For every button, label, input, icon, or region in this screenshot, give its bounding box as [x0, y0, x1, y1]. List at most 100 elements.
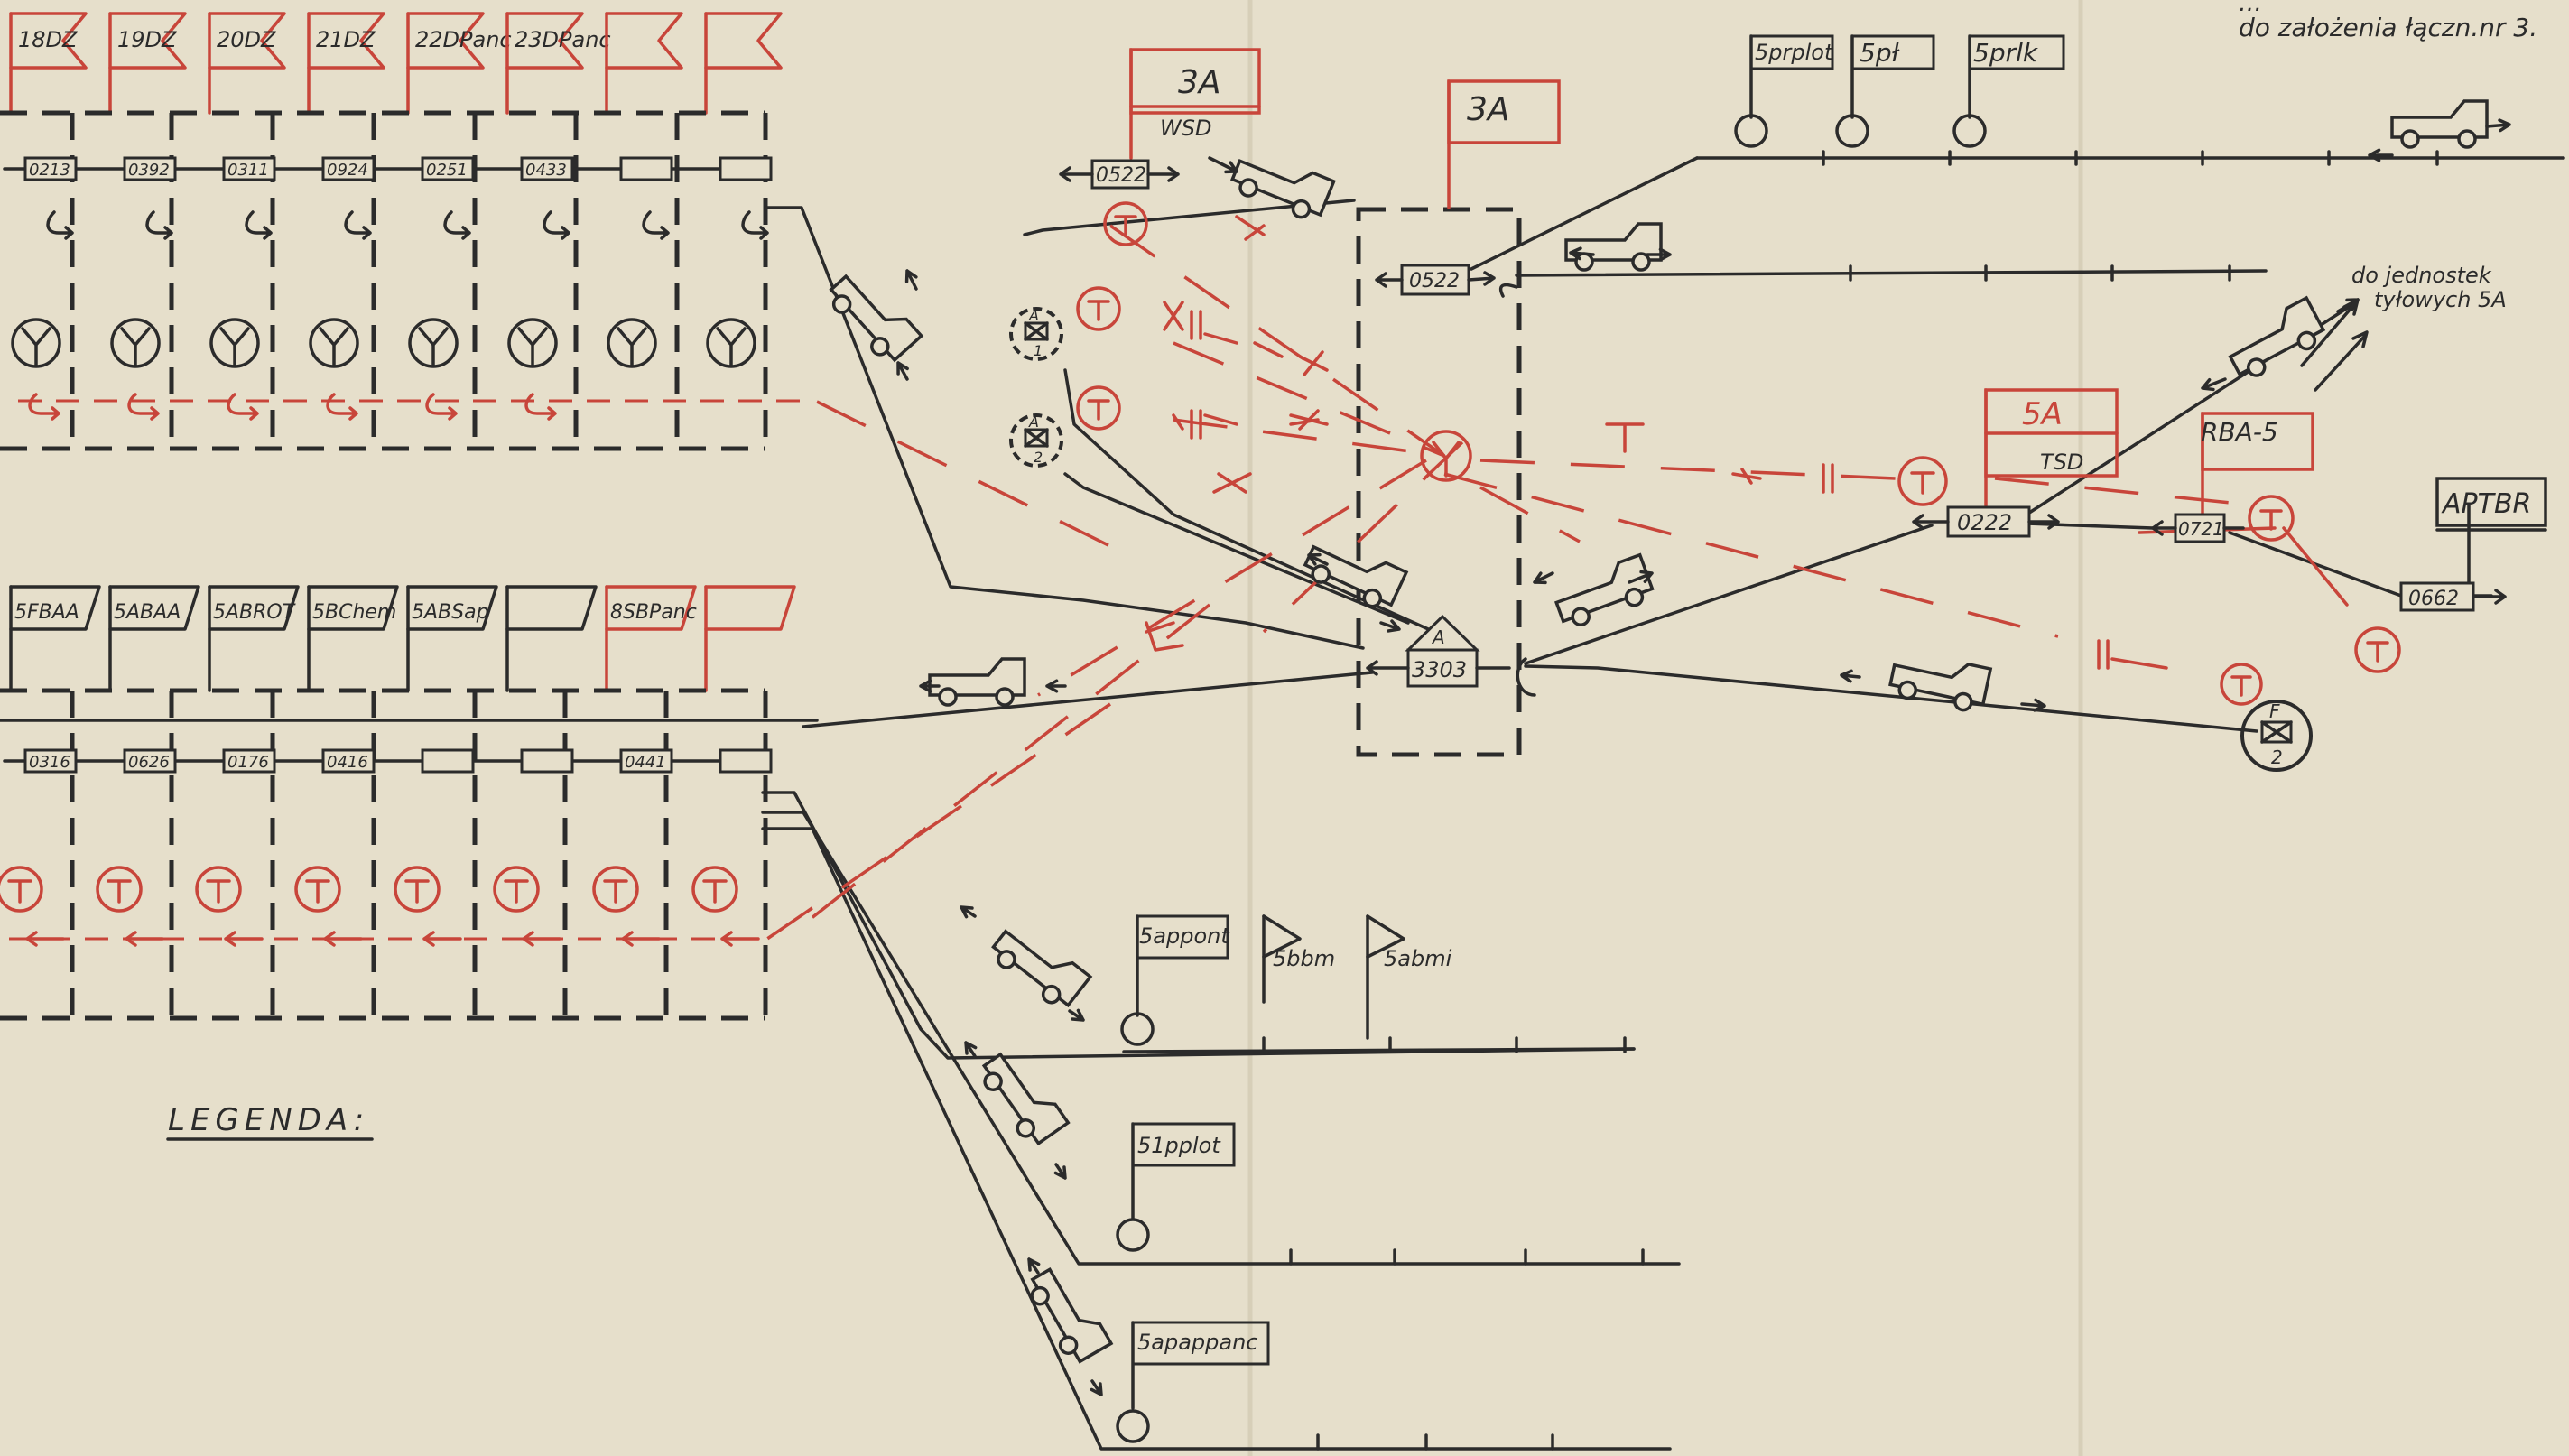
telephone-station-icon [2248, 495, 2295, 542]
bottom-unit-flag-label: 5BChem [312, 601, 396, 624]
bottom-unit-flag-label: 5ABSap [412, 601, 489, 624]
airfield-f2[interactable]: F 2 [2240, 700, 2313, 772]
vehicle-icon [1303, 544, 1409, 608]
hq-aptbr[interactable]: APTBR 0662 [2399, 477, 2547, 612]
unit-5prlk-label: 5prlk [1973, 38, 2039, 68]
radio-station-icon [706, 318, 756, 368]
top-unit-code-label: 0924 [327, 161, 368, 180]
bottom-unit-flag[interactable]: 5ABAA [108, 585, 200, 692]
telephone-station-icon [691, 866, 738, 913]
hq-3a-flag[interactable]: 3A [1447, 79, 1561, 209]
telephone-station-icon [394, 866, 441, 913]
legend-title: LEGENDA: [168, 1102, 369, 1138]
radio-station-icon [11, 318, 61, 368]
hq-3a-wsd[interactable]: 3A WSD 0522 [1059, 48, 1261, 190]
unit-5prlk[interactable]: 5prlk [1952, 34, 2065, 148]
hq-5a-tsd[interactable]: 5A TSD 0222 [1912, 388, 2119, 538]
top-unit-flag[interactable]: 20DZ [208, 12, 286, 115]
hq-rba-5[interactable]: RBA-5 0721 [2151, 412, 2314, 543]
bottom-unit-flag-label: 8SBPanc [610, 601, 697, 624]
unit-51pplot[interactable]: 51pplot [1116, 1122, 1236, 1252]
radio-station-icon [607, 318, 657, 368]
vehicle-icon [1229, 158, 1336, 219]
top-unit-flag-label: 20DZ [217, 27, 276, 52]
telephone-station-icon [1897, 456, 1948, 506]
airfield-a1[interactable]: A 1 [1009, 307, 1063, 361]
top-unit-flag-label: 19DZ [117, 27, 177, 52]
unit-5apappanc[interactable]: 5apappanc [1116, 1321, 1270, 1443]
rear-units-line1: do jednostek [2351, 263, 2492, 288]
unit-5abmi[interactable]: 5abmi [1366, 914, 1452, 1040]
bottom-unit-code[interactable]: 0626 [123, 748, 177, 774]
top-unit-code[interactable]: 0924 [321, 156, 376, 181]
bottom-unit-flag[interactable]: 8SBPanc [605, 585, 697, 692]
top-unit-flag[interactable]: 23DPanc [505, 12, 611, 115]
unit-5apappanc-label: 5apappanc [1137, 1330, 1258, 1355]
top-unit-code[interactable]: 0251 [421, 156, 475, 181]
bottom-unit-code[interactable]: 0316 [23, 748, 78, 774]
bottom-unit-flag[interactable]: 5ABROT [208, 585, 300, 692]
airfield-a2[interactable]: A 2 [1009, 413, 1063, 468]
top-unit-code-label: 0213 [29, 161, 70, 180]
top-unit-code[interactable]: 0213 [23, 156, 78, 181]
node-3303-mark: A [1431, 626, 1445, 648]
unit-5bbm-label: 5bbm [1273, 946, 1335, 971]
bottom-unit-flag-label: 5ABAA [114, 601, 181, 624]
hq-5a-sub: TSD [2040, 450, 2083, 475]
top-unit-flag[interactable]: 18DZ [9, 12, 88, 115]
vehicle-icon [1553, 552, 1655, 626]
bottom-unit-code[interactable]: 0176 [222, 748, 276, 774]
node-3303[interactable]: A 3303 [1366, 614, 1536, 697]
unit-5appont[interactable]: 5appont [1120, 914, 1636, 1053]
top-unit-code[interactable] [719, 156, 773, 181]
telephone-station-icon [96, 866, 143, 913]
top-unit-flag[interactable]: 19DZ [108, 12, 187, 115]
hq-3a-second-label: 3A [1467, 91, 1510, 128]
bottom-unit-code[interactable]: 0441 [619, 748, 673, 774]
bottom-unit-block: 5FBAA 5ABAA 5ABROT 5BChem 5ABSap 8SBPanc 0316… [0, 585, 819, 1021]
top-right-units: 5prplot 5pł 5prlk [1734, 34, 2065, 148]
airfield-a1-num: 1 [1034, 342, 1043, 359]
bottom-unit-flag[interactable]: 5ABSap [406, 585, 498, 692]
top-unit-flag-label: 22DPanc [415, 27, 512, 52]
top-unit-code-label: 0392 [128, 161, 170, 180]
radio-links [766, 224, 2349, 941]
bottom-unit-flag[interactable]: 5BChem [307, 585, 399, 692]
top-unit-code[interactable]: 0311 [222, 156, 276, 181]
vehicle-icon [991, 929, 1093, 1008]
radio-station-icon [209, 318, 260, 368]
bottom-unit-flag[interactable]: 5FBAA [9, 585, 101, 692]
top-unit-flag[interactable]: 22DPanc [406, 12, 512, 115]
top-unit-flag[interactable]: 21DZ [307, 12, 385, 115]
wire-connections [761, 150, 2565, 1451]
top-unit-code[interactable]: 0392 [123, 156, 177, 181]
unit-5pl[interactable]: 5pł [1835, 34, 1935, 148]
top-unit-code[interactable]: 0433 [520, 156, 574, 181]
bottom-unit-code[interactable] [520, 748, 574, 774]
bottom-right-units: 5appont 5bbm 5abmi 51pplot 5apappanc [1116, 914, 1636, 1443]
code-0522-a: 0522 [1096, 164, 1146, 187]
telephone-station-icon [0, 866, 43, 913]
bottom-unit-flag[interactable] [704, 585, 796, 692]
telephone-station-icon [195, 866, 242, 913]
bottom-unit-code[interactable] [719, 748, 773, 774]
node-0522[interactable]: 0522 [1375, 264, 1518, 298]
top-unit-code[interactable] [619, 156, 673, 181]
top-unit-flag[interactable] [605, 12, 683, 115]
unit-5prplot[interactable]: 5prplot [1734, 34, 1834, 148]
red-symbols [1076, 201, 2401, 706]
bottom-unit-code[interactable]: 0416 [321, 748, 376, 774]
airfield-a2-mark: A [1028, 413, 1039, 431]
vehicle-icon [1888, 662, 1993, 712]
telephone-station-icon [2354, 626, 2401, 673]
bottom-unit-code[interactable] [421, 748, 475, 774]
header-note-line2: do założenia łączn.nr 3. [2239, 13, 2537, 42]
unit-5bbm[interactable]: 5bbm [1262, 914, 1335, 1004]
unit-51pplot-label: 51pplot [1137, 1133, 1221, 1158]
hq-5a-label: 5A [2022, 396, 2063, 432]
top-unit-flag[interactable] [704, 12, 783, 115]
hq-3a-label: 3A [1178, 64, 1221, 101]
bottom-unit-flag[interactable] [505, 585, 598, 692]
radio-station-icon [309, 318, 359, 368]
